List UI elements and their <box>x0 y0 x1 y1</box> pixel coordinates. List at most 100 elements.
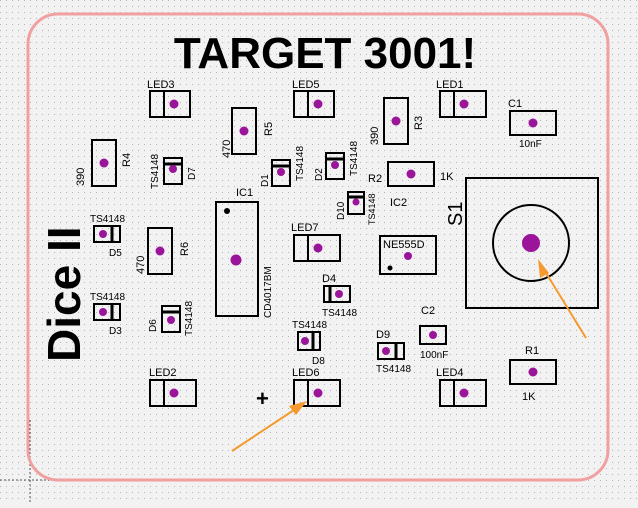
d2-label: D2 <box>314 168 325 181</box>
board-outline[interactable] <box>26 12 610 482</box>
d5-body <box>93 225 121 243</box>
r5-label: R5 <box>263 122 275 136</box>
r3[interactable]: R3 390 <box>369 97 425 145</box>
led4[interactable]: LED4 <box>436 367 487 407</box>
ic2-body <box>379 235 437 275</box>
led2-body <box>149 379 197 407</box>
r6-body <box>147 227 173 275</box>
s1-pad <box>522 234 540 252</box>
c1[interactable]: C1 10nF <box>508 98 557 150</box>
d3-label: D3 <box>109 326 122 337</box>
d4-body <box>323 285 351 303</box>
r5[interactable]: R5 470 <box>221 107 275 158</box>
d5-pad <box>99 230 107 238</box>
r5-body <box>231 107 257 155</box>
r4[interactable]: R4 390 <box>75 139 133 187</box>
led7[interactable]: LED7 <box>291 222 341 262</box>
led7-body <box>293 234 341 262</box>
led2-pad <box>169 388 179 398</box>
r3-body <box>383 97 409 145</box>
c2-label: C2 <box>421 305 435 317</box>
d1-value: TS4148 <box>295 146 306 181</box>
ic1-label: IC1 <box>236 187 253 199</box>
d6-value: TS4148 <box>184 301 195 336</box>
d4-label: D4 <box>322 273 336 285</box>
d6-pad <box>167 316 175 324</box>
led5[interactable]: LED5 <box>292 79 335 118</box>
led1[interactable]: LED1 <box>436 79 487 118</box>
led5-pad <box>313 99 323 109</box>
r6[interactable]: R6 470 <box>135 227 191 275</box>
r3-pad <box>391 116 401 126</box>
r4-value: 390 <box>75 168 87 186</box>
r4-pad <box>99 158 109 168</box>
r1-pad <box>528 367 538 377</box>
d9-value: TS4148 <box>376 364 411 375</box>
led7-pad <box>313 243 323 253</box>
c2-body <box>419 325 447 345</box>
led3[interactable]: LED3 <box>147 79 191 118</box>
d1[interactable]: D1 TS4148 <box>260 146 306 187</box>
d7-pad <box>169 165 177 173</box>
s1-body <box>465 177 599 309</box>
d3[interactable]: TS4148 D3 <box>90 292 125 337</box>
c2-pad <box>429 331 437 339</box>
d8-label: D8 <box>312 356 325 367</box>
d5[interactable]: TS4148 D5 <box>90 214 125 259</box>
arrow-to-s1-head <box>538 259 549 278</box>
d9[interactable]: D9 TS4148 <box>376 329 411 375</box>
led6[interactable]: LED6 <box>292 367 341 407</box>
led4-label: LED4 <box>436 367 464 379</box>
d6[interactable]: D6 TS4148 <box>148 301 195 336</box>
led6-pad <box>313 388 323 398</box>
d2-pad <box>331 161 339 169</box>
r1[interactable]: R1 1K <box>509 345 557 403</box>
ic2-pad <box>404 252 412 260</box>
r2[interactable]: R2 1K <box>368 161 454 187</box>
d7-body <box>163 157 183 185</box>
r6-value: 470 <box>135 256 147 274</box>
d1-label: D1 <box>260 174 271 187</box>
r2-body <box>387 161 435 187</box>
led2[interactable]: LED2 <box>149 367 197 407</box>
d10-label: D10 <box>336 201 347 220</box>
c2[interactable]: C2 100nF <box>419 305 448 361</box>
led3-body <box>149 90 191 118</box>
d8[interactable]: TS4148 D8 <box>292 320 327 367</box>
r6-label: R6 <box>179 242 191 256</box>
ic1-pad <box>230 254 242 266</box>
d9-body <box>377 342 405 360</box>
r5-pad <box>239 126 249 136</box>
led5-label: LED5 <box>292 79 320 91</box>
d8-pad <box>301 337 309 345</box>
r2-label: R2 <box>368 173 382 185</box>
d7[interactable]: D7 TS4148 <box>150 154 198 189</box>
ic1[interactable]: IC1 CD4017BM <box>215 187 274 318</box>
ic1-value: CD4017BM <box>263 266 274 318</box>
d2-value: TS4148 <box>349 141 360 176</box>
board-side-label: Dice II <box>38 226 90 362</box>
ic2-pin1-dot <box>387 265 393 271</box>
d3-value: TS4148 <box>90 292 125 303</box>
d4[interactable]: D4 TS4148 <box>322 273 357 319</box>
d7-value: TS4148 <box>150 154 161 189</box>
r3-label: R3 <box>413 116 425 130</box>
led6-label: LED6 <box>292 367 320 379</box>
c1-body <box>509 110 557 136</box>
d8-value: TS4148 <box>292 320 327 331</box>
d9-pad <box>382 347 390 355</box>
led4-pad <box>459 388 469 398</box>
s1[interactable]: S1 <box>445 177 599 309</box>
r1-body <box>509 359 557 385</box>
d2[interactable]: D2 TS4148 <box>314 141 360 181</box>
led3-pad <box>169 99 179 109</box>
ic2[interactable]: IC2 NE555D <box>379 197 437 275</box>
led7-label: LED7 <box>291 222 319 234</box>
d10[interactable]: D10 TS4148 <box>336 191 377 225</box>
s1-knob <box>492 204 570 282</box>
c1-pad <box>528 118 538 128</box>
d5-label: D5 <box>109 248 122 259</box>
r4-body <box>91 139 117 187</box>
ic1-pin1-dot <box>224 208 230 214</box>
